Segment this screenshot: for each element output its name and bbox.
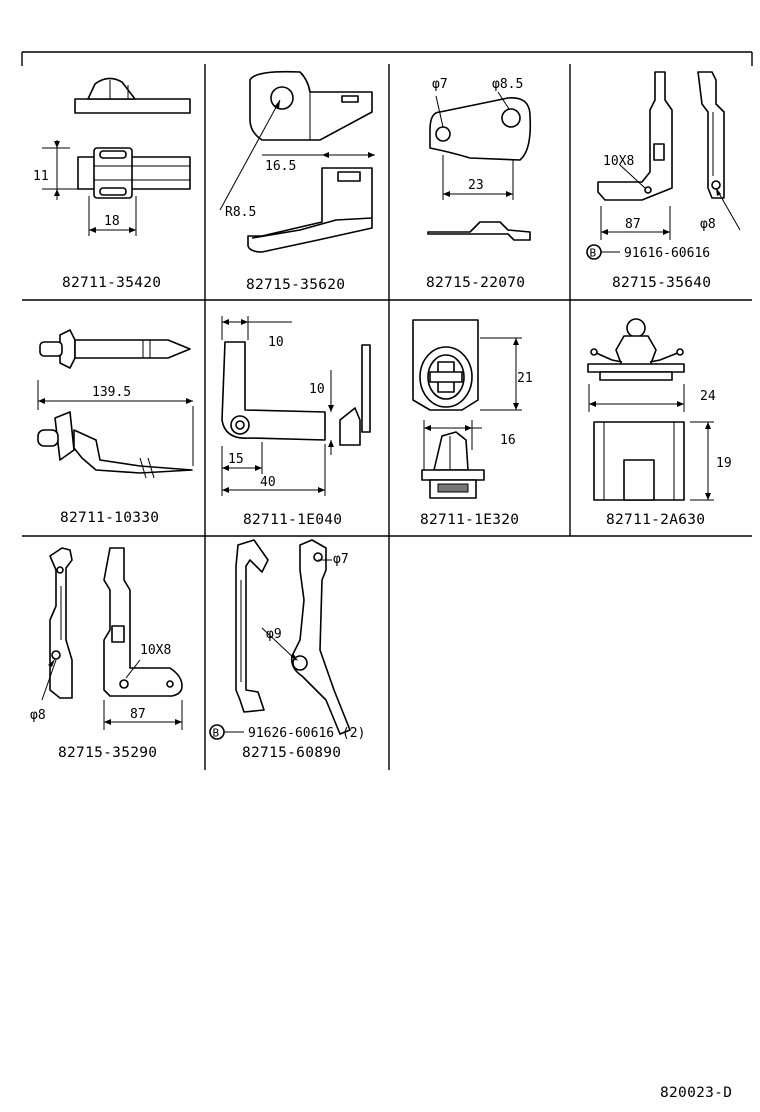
dim-label: 40: [260, 475, 276, 490]
part-number: 82711-1E320: [420, 512, 519, 528]
part-drawing-82715-35640: [586, 71, 741, 260]
part-drawing-82715-35290: [41, 547, 183, 730]
ref-part-number: 91616-60616: [624, 246, 710, 261]
dim-label: 16: [500, 433, 516, 448]
dim-label: 24: [700, 389, 716, 404]
grid-lines: [21, 51, 753, 770]
dim-label: 10: [309, 382, 325, 397]
ref-symbol: B: [590, 247, 597, 260]
dim-label: φ9: [266, 627, 282, 642]
dim-label: 18: [104, 214, 120, 229]
dim-label: 16.5: [265, 159, 296, 174]
part-drawing-82711-35420: [42, 77, 191, 236]
dim-label: 139.5: [92, 385, 131, 400]
dim-label: 87: [130, 707, 146, 722]
dim-label: R8.5: [225, 205, 256, 220]
part-drawing-82711-10330: [37, 329, 194, 479]
dim-label: 10X8: [603, 154, 634, 169]
part-drawing-82711-1E040: [221, 316, 371, 496]
part-number: 82711-10330: [60, 510, 159, 526]
part-number: 82711-1E040: [243, 512, 342, 528]
dim-label: φ7: [333, 552, 349, 567]
dim-label: 10X8: [140, 643, 171, 658]
part-number: 82711-35420: [62, 275, 161, 291]
part-drawing-82711-2A630: [587, 318, 714, 501]
part-drawing-82715-60890: [209, 539, 351, 740]
part-number: 82715-22070: [426, 275, 525, 291]
ref-part-number: 91626-60616 (2): [248, 726, 365, 741]
dim-label: φ8.5: [492, 77, 523, 92]
dim-label: φ8: [700, 217, 716, 232]
part-number: 82715-60890: [242, 745, 341, 761]
dim-label: φ8: [30, 708, 46, 723]
part-drawing-82711-1E320: [412, 319, 522, 499]
dim-label: 15: [228, 452, 244, 467]
dim-label: 10: [268, 335, 284, 350]
part-drawing-82715-35620: [219, 70, 375, 253]
dim-label: 21: [517, 371, 533, 386]
part-number: 82715-35640: [612, 275, 711, 291]
ref-symbol: B: [213, 727, 220, 740]
dim-label: 11: [33, 169, 49, 184]
dim-label: 19: [716, 456, 732, 471]
part-number: 82715-35620: [246, 277, 345, 293]
dim-label: 87: [625, 217, 641, 232]
part-number: 82715-35290: [58, 745, 157, 761]
drawing-code: 820023-D: [660, 1085, 732, 1101]
dim-label: 23: [468, 178, 484, 193]
part-number: 82711-2A630: [606, 512, 705, 528]
part-drawing-82715-22070: [427, 91, 532, 241]
dim-label: φ7: [432, 77, 448, 92]
